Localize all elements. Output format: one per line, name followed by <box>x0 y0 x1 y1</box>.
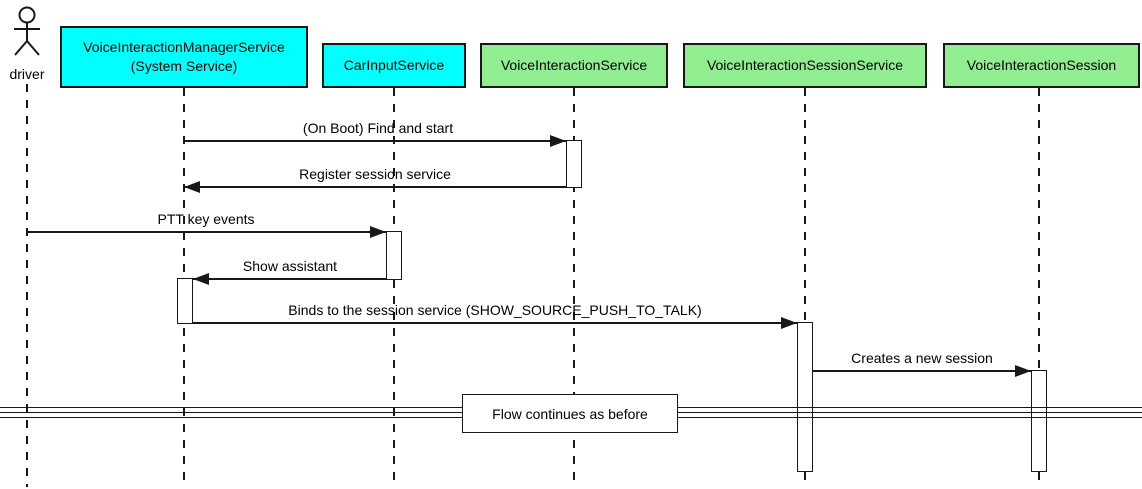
divider-label-box: Flow continues as before <box>462 394 678 433</box>
message-line-ptt-key-events <box>27 231 386 233</box>
lifeline-voiceinteractionsessionservice <box>804 88 806 487</box>
message-label-ptt-key-events: PTT key events <box>157 211 255 227</box>
lifeline-driver <box>26 84 28 487</box>
message-arrowhead-on-boot-find-and-start <box>550 135 566 147</box>
message-arrowhead-creates-a-new-session <box>1015 365 1031 377</box>
message-line-show-assistant <box>193 278 386 280</box>
activation-bar-voiceinteractionservice <box>566 140 582 188</box>
participant-box-voiceinteractionsession: VoiceInteractionSession <box>943 43 1140 88</box>
message-label-register-session-service: Register session service <box>299 166 451 182</box>
activation-bar-carinputservice <box>386 231 402 280</box>
message-label-creates-a-new-session: Creates a new session <box>851 350 993 366</box>
message-arrowhead-ptt-key-events <box>370 226 386 238</box>
message-arrowhead-register-session-service <box>184 181 200 193</box>
message-arrowhead-binds-to-session-service <box>781 317 797 329</box>
activation-bar-voiceinteractionmanagerservice <box>177 278 193 324</box>
message-line-binds-to-session-service <box>193 322 797 324</box>
actor-driver-icon <box>14 6 40 56</box>
message-label-show-assistant: Show assistant <box>242 258 338 274</box>
participant-box-carinputservice: CarInputService <box>322 43 466 88</box>
message-arrowhead-show-assistant <box>193 273 209 285</box>
participant-box-voiceinteractionmanagerservice: VoiceInteractionManagerService (System S… <box>60 26 308 88</box>
message-label-on-boot-find-and-start: (On Boot) Find and start <box>302 120 454 136</box>
participant-box-voiceinteractionsessionservice: VoiceInteractionSessionService <box>683 43 927 88</box>
lifeline-voiceinteractionservice <box>573 88 575 487</box>
lifeline-voiceinteractionsession <box>1038 88 1040 487</box>
activation-bar-voiceinteractionsessionservice <box>797 322 813 472</box>
message-line-register-session-service <box>184 186 566 188</box>
message-line-creates-a-new-session <box>813 370 1031 372</box>
message-label-binds-to-session-service: Binds to the session service (SHOW_SOURC… <box>288 302 702 318</box>
actor-driver-label: driver <box>9 66 45 82</box>
activation-bar-voiceinteractionsession <box>1031 370 1047 472</box>
participant-box-voiceinteractionservice: VoiceInteractionService <box>480 43 668 88</box>
lifeline-carinputservice <box>393 88 395 487</box>
message-line-on-boot-find-and-start <box>184 140 566 142</box>
